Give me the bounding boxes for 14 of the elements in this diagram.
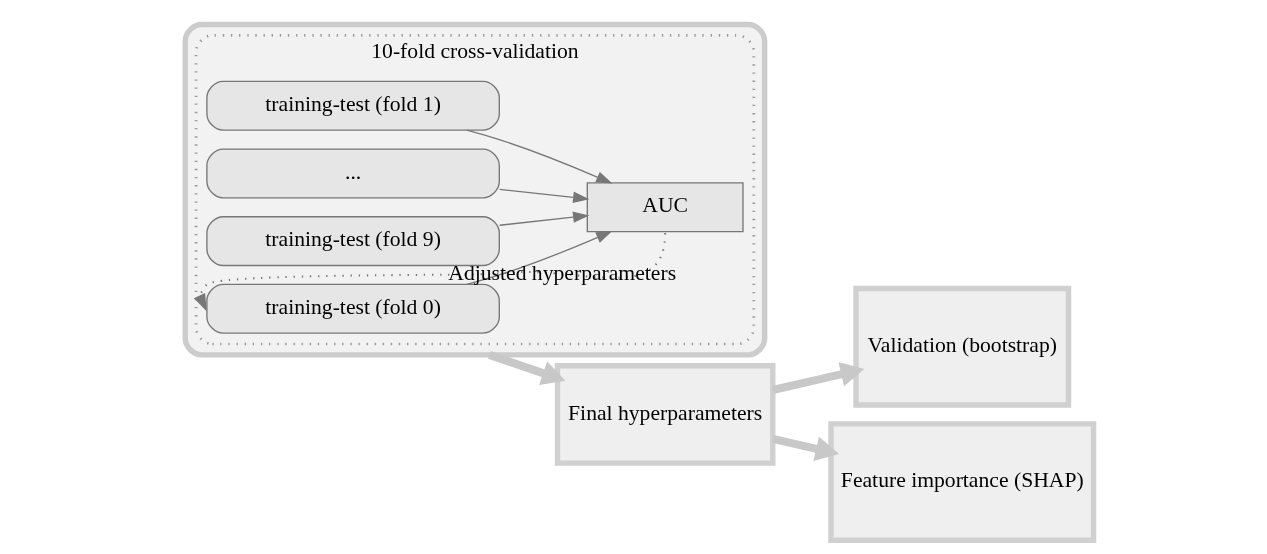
arrow: [465, 230, 612, 286]
node-box: AUC: [586, 182, 744, 233]
node-box: Final hyperparameters: [554, 362, 775, 466]
arrow: [498, 211, 589, 226]
arrow: [193, 232, 666, 312]
node-box: training-test (fold 9): [205, 216, 500, 267]
node-box: Feature importance (SHAP): [827, 421, 1096, 543]
node-box: Validation (bootstrap): [852, 285, 1071, 408]
node-box: ...: [205, 148, 500, 199]
arrow: [487, 351, 565, 385]
arrow: [771, 362, 864, 394]
arrow: [498, 188, 589, 204]
node-box: training-test (fold 1): [205, 80, 500, 131]
arrow: [771, 434, 839, 461]
